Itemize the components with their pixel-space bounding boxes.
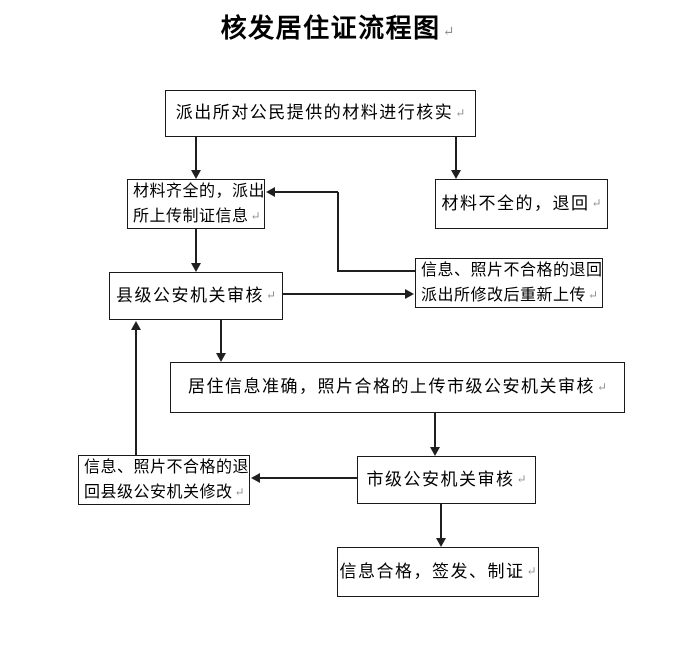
node-label: 派出所对公民提供的材料进行核实 xyxy=(175,103,454,123)
node-label: 信息合格，签发、制证 xyxy=(339,561,525,581)
connector-city-to-issue xyxy=(440,504,442,538)
flow-node-return-to-county[interactable]: 信息、照片不合格的退 回县级公安机关修改↵ xyxy=(78,455,250,505)
connector-county-to-return-station xyxy=(283,293,405,295)
arrowhead-down-icon xyxy=(451,170,461,179)
paragraph-mark-icon: ↵ xyxy=(234,484,245,499)
paragraph-mark-icon: ↵ xyxy=(250,208,261,223)
flow-node-county-review[interactable]: 县级公安机关审核↵ xyxy=(109,272,283,320)
connector-complete-to-county xyxy=(195,229,197,263)
page-title-text: 核发居住证流程图 xyxy=(220,14,441,43)
flow-node-return-to-station[interactable]: 信息、照片不合格的退回 派出所修改后重新上传↵ xyxy=(415,258,603,308)
paragraph-mark-icon: ↵ xyxy=(265,288,277,303)
flow-node-materials-incomplete[interactable]: 材料不全的，退回↵ xyxy=(435,179,608,229)
flow-node-verify-materials[interactable]: 派出所对公民提供的材料进行核实↵ xyxy=(165,90,476,137)
connector-return-station-segment-vertical xyxy=(337,192,339,272)
flow-node-issue-certificate[interactable]: 信息合格，签发、制证↵ xyxy=(337,547,539,597)
node-label: 县级公安机关审核 xyxy=(115,285,264,305)
node-label-line1: 信息、照片不合格的退 xyxy=(84,458,250,476)
paragraph-mark-icon: ↵ xyxy=(516,472,527,487)
arrowhead-up-icon xyxy=(131,321,141,330)
paragraph-mark-icon: ↵ xyxy=(526,564,537,579)
arrowhead-down-icon xyxy=(430,447,440,456)
node-label: 材料不全的，退回 xyxy=(441,193,590,213)
node-label: 居住信息准确，照片合格的上传市级公安机关审核 xyxy=(187,377,595,397)
node-label-line2: 回县级公安机关修改↵ xyxy=(84,483,245,501)
node-label-line1: 材料齐全的，派出 xyxy=(133,182,266,200)
paragraph-mark-icon: ↵ xyxy=(596,379,608,394)
node-label-line1: 信息、照片不合格的退回 xyxy=(421,261,603,279)
paragraph-mark-icon: ↵ xyxy=(455,105,466,120)
connector-return-station-segment-bottom xyxy=(337,270,415,272)
flow-node-city-review[interactable]: 市级公安机关审核↵ xyxy=(357,456,536,504)
connector-upload-to-city xyxy=(434,413,436,447)
connector-return-county-to-county xyxy=(135,330,137,455)
arrowhead-left-icon xyxy=(266,187,275,197)
connector-verify-to-incomplete xyxy=(455,137,457,170)
node-label-line2: 派出所修改后重新上传↵ xyxy=(421,286,599,304)
arrowhead-down-icon xyxy=(191,263,201,272)
paragraph-mark-icon: ↵ xyxy=(591,196,602,211)
arrowhead-down-icon xyxy=(216,353,226,362)
node-label-line2: 所上传制证信息↵ xyxy=(133,207,261,225)
arrowhead-down-icon xyxy=(436,538,446,547)
node-label: 市级公安机关审核 xyxy=(366,469,515,489)
flow-node-upload-to-city[interactable]: 居住信息准确，照片合格的上传市级公安机关审核↵ xyxy=(170,362,625,413)
connector-county-to-upload xyxy=(220,320,222,353)
paragraph-mark-icon: ↵ xyxy=(442,25,455,40)
flow-node-materials-complete[interactable]: 材料齐全的，派出 所上传制证信息↵ xyxy=(127,179,265,229)
connector-return-station-segment-top xyxy=(275,191,338,193)
connector-city-to-return-county xyxy=(260,477,357,479)
arrowhead-left-icon xyxy=(251,473,260,483)
paragraph-mark-icon: ↵ xyxy=(588,287,599,302)
arrowhead-down-icon xyxy=(191,170,201,179)
page-title: 核发居住证流程图↵ xyxy=(0,8,675,45)
connector-verify-to-complete xyxy=(195,137,197,170)
arrowhead-right-icon xyxy=(405,289,414,299)
